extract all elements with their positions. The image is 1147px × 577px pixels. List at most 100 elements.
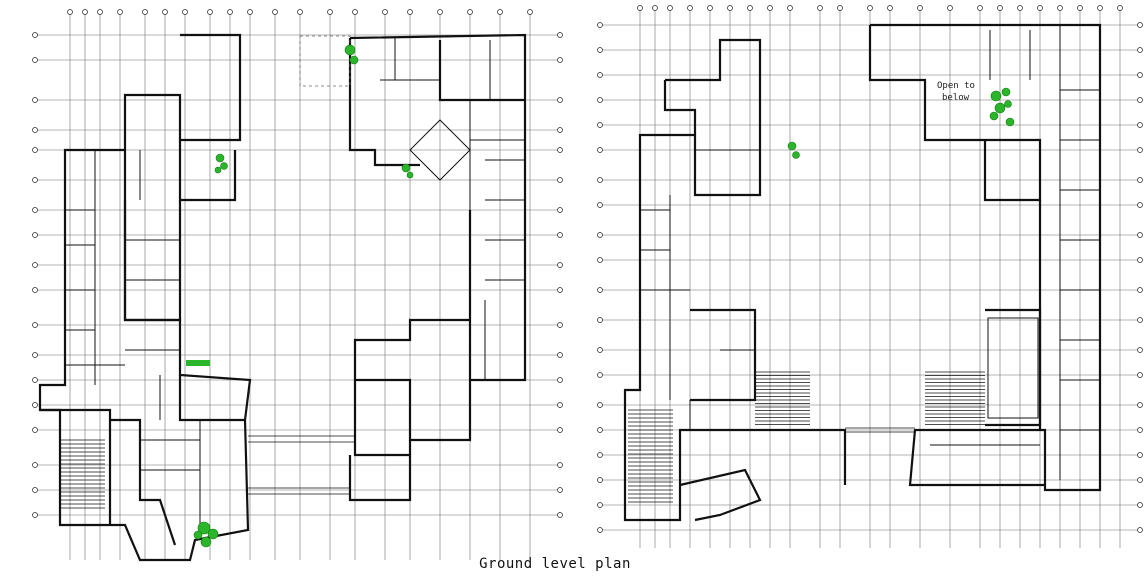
grid-bubble-icon <box>467 9 473 15</box>
grid-bubble-icon <box>597 177 603 183</box>
grid-bubble-icon <box>597 317 603 323</box>
grid-bubble-icon <box>32 262 38 268</box>
grid-bubble-icon <box>1137 202 1143 208</box>
grid-bubble-icon <box>557 402 563 408</box>
left-east-block <box>348 33 527 502</box>
grid-bubble-icon <box>1137 122 1143 128</box>
grid-bubble-icon <box>497 9 503 15</box>
grid-bubble-icon <box>1137 372 1143 378</box>
grid-bubble-icon <box>597 452 603 458</box>
left-east-inner-walls <box>380 38 525 380</box>
grid-bubble-icon <box>1117 5 1123 11</box>
grid-bubble-icon <box>527 9 533 15</box>
grid-bubble-icon <box>1137 402 1143 408</box>
grid-bubble-icon <box>117 9 123 15</box>
grid-bubble-icon <box>1137 317 1143 323</box>
grid-bubble-icon <box>597 402 603 408</box>
grid-bubble-icon <box>557 177 563 183</box>
grid-bubble-icon <box>597 122 603 128</box>
grid-bubble-icon <box>557 207 563 213</box>
grid-bubble-icon <box>162 9 168 15</box>
grid-bubble-icon <box>32 232 38 238</box>
grid-bubble-icon <box>557 462 563 468</box>
annotation-open-to: Open to <box>937 81 975 91</box>
grid-bubble-icon <box>597 232 603 238</box>
grid-bubble-icon <box>82 9 88 15</box>
grid-bubble-icon <box>867 5 873 11</box>
grid-bubble-icon <box>1077 5 1083 11</box>
grid-bubble-icon <box>1137 72 1143 78</box>
grid-bubble-icon <box>557 377 563 383</box>
grid-bubble-icon <box>32 57 38 63</box>
grid-bubble-icon <box>557 287 563 293</box>
right-east-inner-walls <box>930 25 1100 480</box>
grid-bubble-icon <box>32 177 38 183</box>
grid-bubble-icon <box>1137 287 1143 293</box>
grid-bubble-icon <box>32 427 38 433</box>
grid-bubble-icon <box>247 9 253 15</box>
grid-bubble-icon <box>557 262 563 268</box>
right-west-inner-walls <box>640 149 760 430</box>
grid-bubble-icon <box>97 9 103 15</box>
grid-bubble-icon <box>1137 47 1143 53</box>
grid-bubble-icon <box>382 9 388 15</box>
grid-bubble-icon <box>557 127 563 133</box>
grid-bubble-icon <box>32 127 38 133</box>
grid-bubble-icon <box>32 487 38 493</box>
grid-bubble-icon <box>67 9 73 15</box>
grid-bubble-icon <box>1137 502 1143 508</box>
grid-bubble-icon <box>557 97 563 103</box>
grid-bubble-icon <box>597 202 603 208</box>
grid-bubble-icon <box>32 377 38 383</box>
grid-bubble-icon <box>837 5 843 11</box>
grid-bubble-icon <box>1137 147 1143 153</box>
grid-bubbles <box>32 5 1143 533</box>
right-courtyard-frame <box>987 317 1039 419</box>
seating-icon <box>60 439 105 509</box>
grid-bubble-icon <box>1137 527 1143 533</box>
grid-bubble-icon <box>272 9 278 15</box>
grid-bubble-icon <box>597 147 603 153</box>
grid-bubble-icon <box>437 9 443 15</box>
grid-bubble-icon <box>1137 347 1143 353</box>
grid-bubble-icon <box>142 9 148 15</box>
grid-bubble-icon <box>32 402 38 408</box>
seating-icon <box>628 409 673 503</box>
right-west-block <box>623 38 847 522</box>
grid-bubble-icon <box>597 287 603 293</box>
grid-bubble-icon <box>207 9 213 15</box>
grid-bubble-icon <box>1017 5 1023 11</box>
grid-bubble-icon <box>727 5 733 11</box>
grid-bubble-icon <box>352 9 358 15</box>
grid-bubble-icon <box>1137 452 1143 458</box>
grid-bubble-icon <box>597 72 603 78</box>
grid-bubble-icon <box>597 477 603 483</box>
grid-bubble-icon <box>1137 177 1143 183</box>
tree-icon <box>186 44 1015 548</box>
grid-bubble-icon <box>707 5 713 11</box>
grid-bubble-icon <box>917 5 923 11</box>
grid-bubble-icon <box>32 147 38 153</box>
right-corridor <box>845 427 915 433</box>
grid-lines-left <box>35 12 560 560</box>
grid-bubble-icon <box>557 512 563 518</box>
grid-bubble-icon <box>1137 22 1143 28</box>
grid-bubble-icon <box>667 5 673 11</box>
grid-bubble-icon <box>1057 5 1063 11</box>
grid-bubble-icon <box>32 97 38 103</box>
grid-bubble-icon <box>32 462 38 468</box>
grid-bubble-icon <box>557 32 563 38</box>
grid-bubble-icon <box>32 32 38 38</box>
grid-bubble-icon <box>32 207 38 213</box>
grid-bubble-icon <box>297 9 303 15</box>
grid-bubble-icon <box>597 527 603 533</box>
left-west-inner-walls <box>65 150 201 540</box>
grid-bubble-icon <box>1137 427 1143 433</box>
grid-bubble-icon <box>32 512 38 518</box>
grid-bubble-icon <box>597 372 603 378</box>
grid-bubble-icon <box>597 502 603 508</box>
grid-bubble-icon <box>747 5 753 11</box>
grid-bubble-icon <box>1137 97 1143 103</box>
grid-bubble-icon <box>767 5 773 11</box>
